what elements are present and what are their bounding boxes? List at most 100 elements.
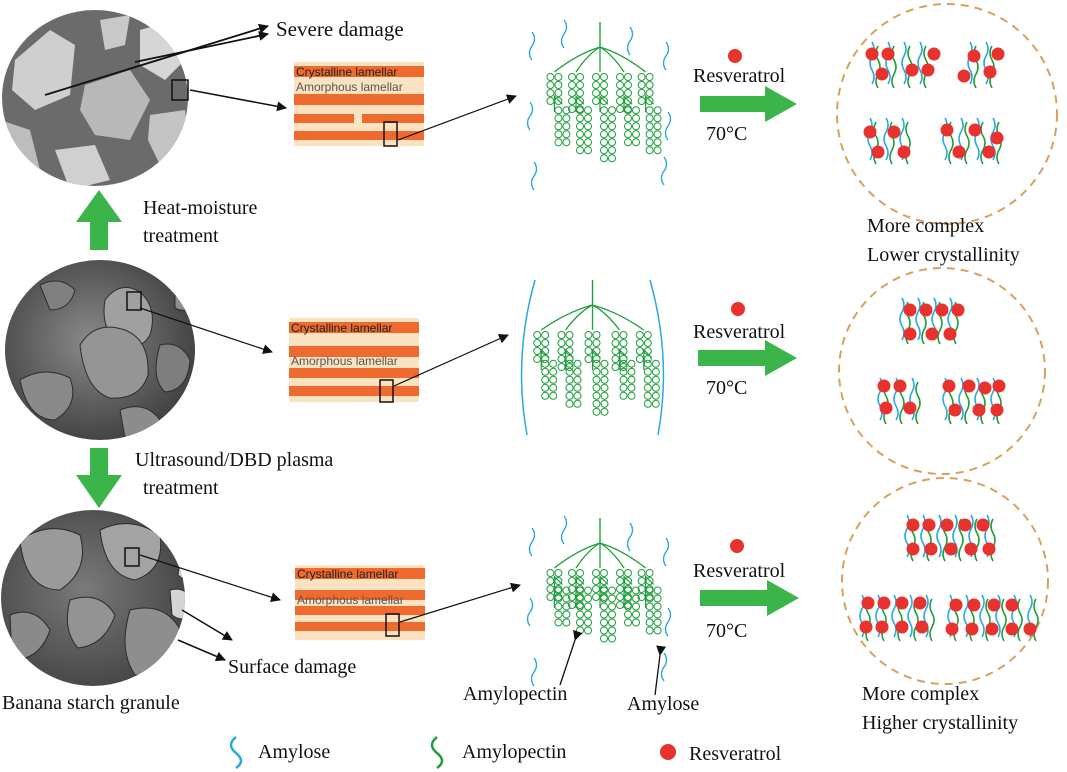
helix-coil [645, 138, 654, 147]
helix-coil [645, 114, 654, 123]
helix-coil [608, 146, 616, 155]
helix-coil [624, 81, 632, 89]
resveratrol-label-bottom: Resveratrol [693, 560, 786, 582]
helix-coil [557, 331, 566, 339]
amylose-callout-label: Amylose [627, 693, 699, 715]
amylopectin-branch [575, 46, 601, 73]
helix-coil [562, 130, 571, 139]
helix-coil [546, 97, 555, 105]
resveratrol-label-top: Resveratrol [693, 65, 786, 87]
helix-coil [554, 594, 563, 603]
helix-coil [576, 138, 584, 147]
helix-coil [546, 593, 555, 601]
helix-coil [541, 331, 550, 339]
amylose-strand [626, 26, 634, 56]
lamellar-stack-middle: Crystalline lamellar Amorphous lamellar [289, 318, 419, 403]
helix-coil [562, 122, 571, 131]
helix-coil [541, 339, 550, 347]
helix-coil [600, 626, 608, 635]
helix-coil [632, 130, 640, 139]
zoom-arrow-middle-1 [139, 307, 273, 354]
helix-coil [554, 73, 563, 81]
helix-coil [616, 601, 624, 609]
resveratrol-molecule [990, 403, 1004, 417]
helix-coil [562, 594, 571, 603]
helix-coil [608, 618, 616, 627]
helix-coil [600, 383, 609, 392]
helix-coil [600, 130, 608, 139]
ultrasound-label-2: treatment [143, 477, 219, 499]
helix-coil [584, 347, 593, 355]
complex-amylose [917, 41, 923, 85]
resveratrol-molecule [871, 145, 885, 159]
complex-amylose [979, 594, 985, 638]
resveratrol-molecule [952, 145, 966, 159]
amylopectin-chain [599, 94, 609, 112]
helix-coil [611, 355, 620, 363]
helix-coil [557, 347, 566, 355]
amylopectin-chain [575, 94, 585, 112]
helix-coil [573, 399, 582, 408]
helix-coil [616, 105, 624, 113]
helix-coil [576, 106, 584, 115]
helix-coil [645, 89, 654, 97]
resveratrol-label-middle: Resveratrol [693, 321, 786, 343]
helix-coil [541, 359, 550, 368]
helix-coil [600, 602, 608, 611]
granule-label: Banana starch granule [2, 692, 180, 714]
resveratrol-molecule [875, 67, 889, 81]
zoom-arrow-bottom-1 [139, 554, 281, 603]
amylose-strand [530, 657, 538, 687]
amorphous-label-middle: Amorphous lamellar [291, 354, 398, 368]
resveratrol-molecule [906, 518, 920, 532]
helix-coil [600, 407, 609, 416]
zoom-arrow-bottom-2 [399, 582, 521, 623]
complex-amylose [901, 41, 907, 85]
helix-coil [584, 355, 593, 363]
helix-coil [619, 367, 628, 376]
resveratrol-molecule [957, 69, 971, 83]
resveratrol-molecule [913, 596, 927, 610]
helix-coil [645, 618, 654, 627]
amylopectin-chain [643, 348, 653, 370]
helix-coil [600, 73, 608, 81]
resveratrol-molecule [881, 47, 895, 61]
helix-coil [608, 154, 616, 163]
helix-coil [600, 106, 608, 115]
resveratrol-molecule [967, 598, 981, 612]
complex-amylopectin [929, 598, 935, 642]
helix-coil [600, 618, 608, 627]
helix-coil [576, 594, 584, 603]
helix-coil [573, 383, 582, 392]
helix-coil [608, 602, 616, 611]
resveratrol-molecule [903, 327, 917, 341]
legend-amylose-symbol [229, 736, 243, 770]
helix-coil [619, 359, 628, 368]
helix-coil [624, 130, 632, 139]
resveratrol-molecule [949, 598, 963, 612]
helix-coil [611, 331, 620, 339]
amylopectin-chain [623, 575, 633, 608]
resveratrol-molecule [967, 49, 981, 63]
resveratrol-dot-bottom [730, 539, 744, 553]
helix-coil [592, 577, 600, 585]
helix-coil [608, 610, 616, 619]
resveratrol-molecule [1023, 622, 1037, 636]
amylopectin-chain [591, 348, 601, 370]
resveratrol-molecule [992, 379, 1006, 393]
complex-amylose [915, 297, 921, 341]
helix-coil [565, 339, 574, 347]
helix-coil [533, 347, 542, 355]
helix-coil [653, 586, 662, 595]
temperature-label-top: 70°C [706, 123, 747, 145]
helix-coil [576, 626, 584, 635]
resveratrol-molecule [948, 403, 962, 417]
helix-coil [653, 146, 662, 155]
amylose-callout-line [654, 645, 667, 696]
helix-coil [554, 610, 563, 619]
helix-coil [584, 130, 592, 139]
resveratrol-molecule [945, 622, 959, 636]
amylopectin-callout-line [559, 629, 583, 686]
helix-coil [546, 577, 555, 585]
legend-resveratrol-symbol [660, 744, 676, 760]
